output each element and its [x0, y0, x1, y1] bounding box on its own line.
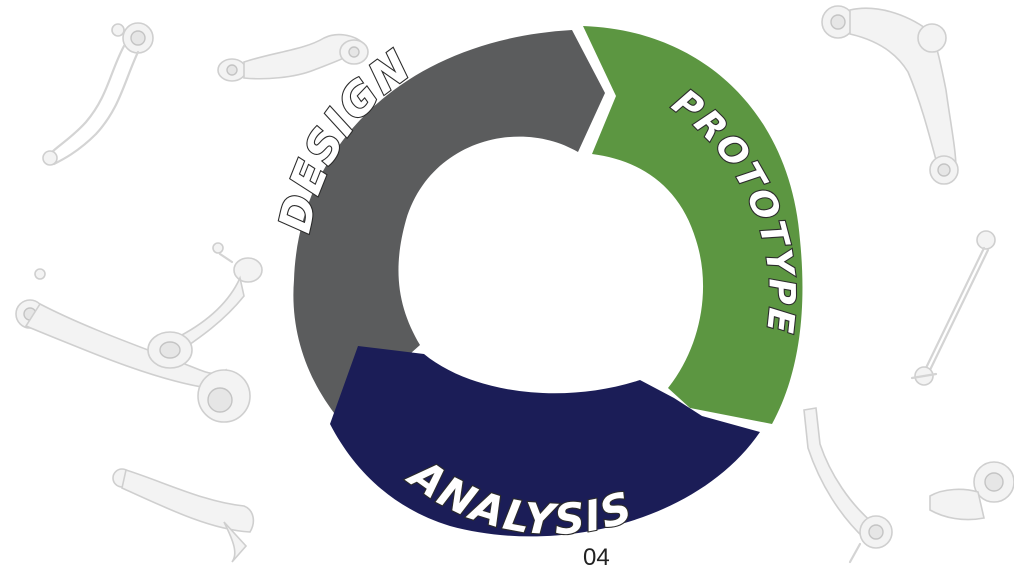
control-arm-icon: [112, 468, 255, 563]
control-arm-icon: [42, 22, 154, 166]
analysis-segment: [330, 346, 760, 537]
page-number: 04: [583, 544, 610, 571]
control-arm-icon: [15, 268, 251, 423]
upper-control-arm-icon: [147, 242, 263, 369]
stabilizer-link-icon: [910, 230, 996, 386]
cycle-ring: [293, 26, 803, 537]
prototype-segment: [583, 26, 803, 424]
design-segment: [293, 30, 605, 418]
upper-control-arm-icon: [821, 5, 959, 185]
upper-control-arm-icon: [217, 33, 369, 82]
control-arm-icon: [803, 407, 893, 564]
ball-joint-icon: [929, 461, 1014, 521]
